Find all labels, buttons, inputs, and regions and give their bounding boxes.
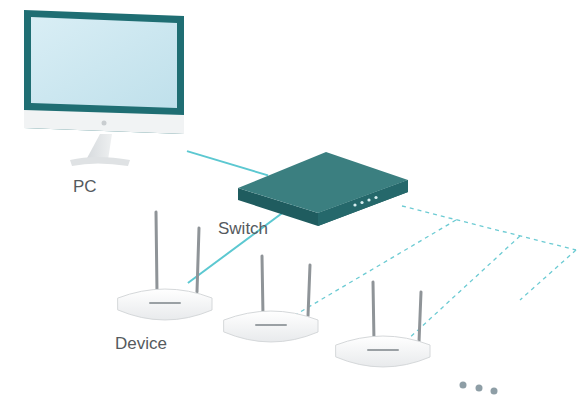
router bbox=[224, 256, 318, 342]
router bbox=[336, 282, 430, 367]
router bbox=[118, 212, 212, 320]
more-dots bbox=[460, 382, 498, 395]
device-node: Device bbox=[118, 283, 213, 318]
switch-node: Switch bbox=[268, 168, 368, 198]
network-cable bbox=[187, 151, 268, 175]
pc-monitor bbox=[24, 10, 184, 166]
device-label: Switch bbox=[218, 220, 268, 237]
pc-node: PC bbox=[22, 8, 187, 166]
device-label: PC bbox=[73, 178, 97, 195]
dashed-link bbox=[290, 206, 576, 342]
switch-box bbox=[238, 152, 408, 226]
device-label: Device bbox=[115, 335, 167, 352]
cable-line bbox=[187, 151, 268, 175]
